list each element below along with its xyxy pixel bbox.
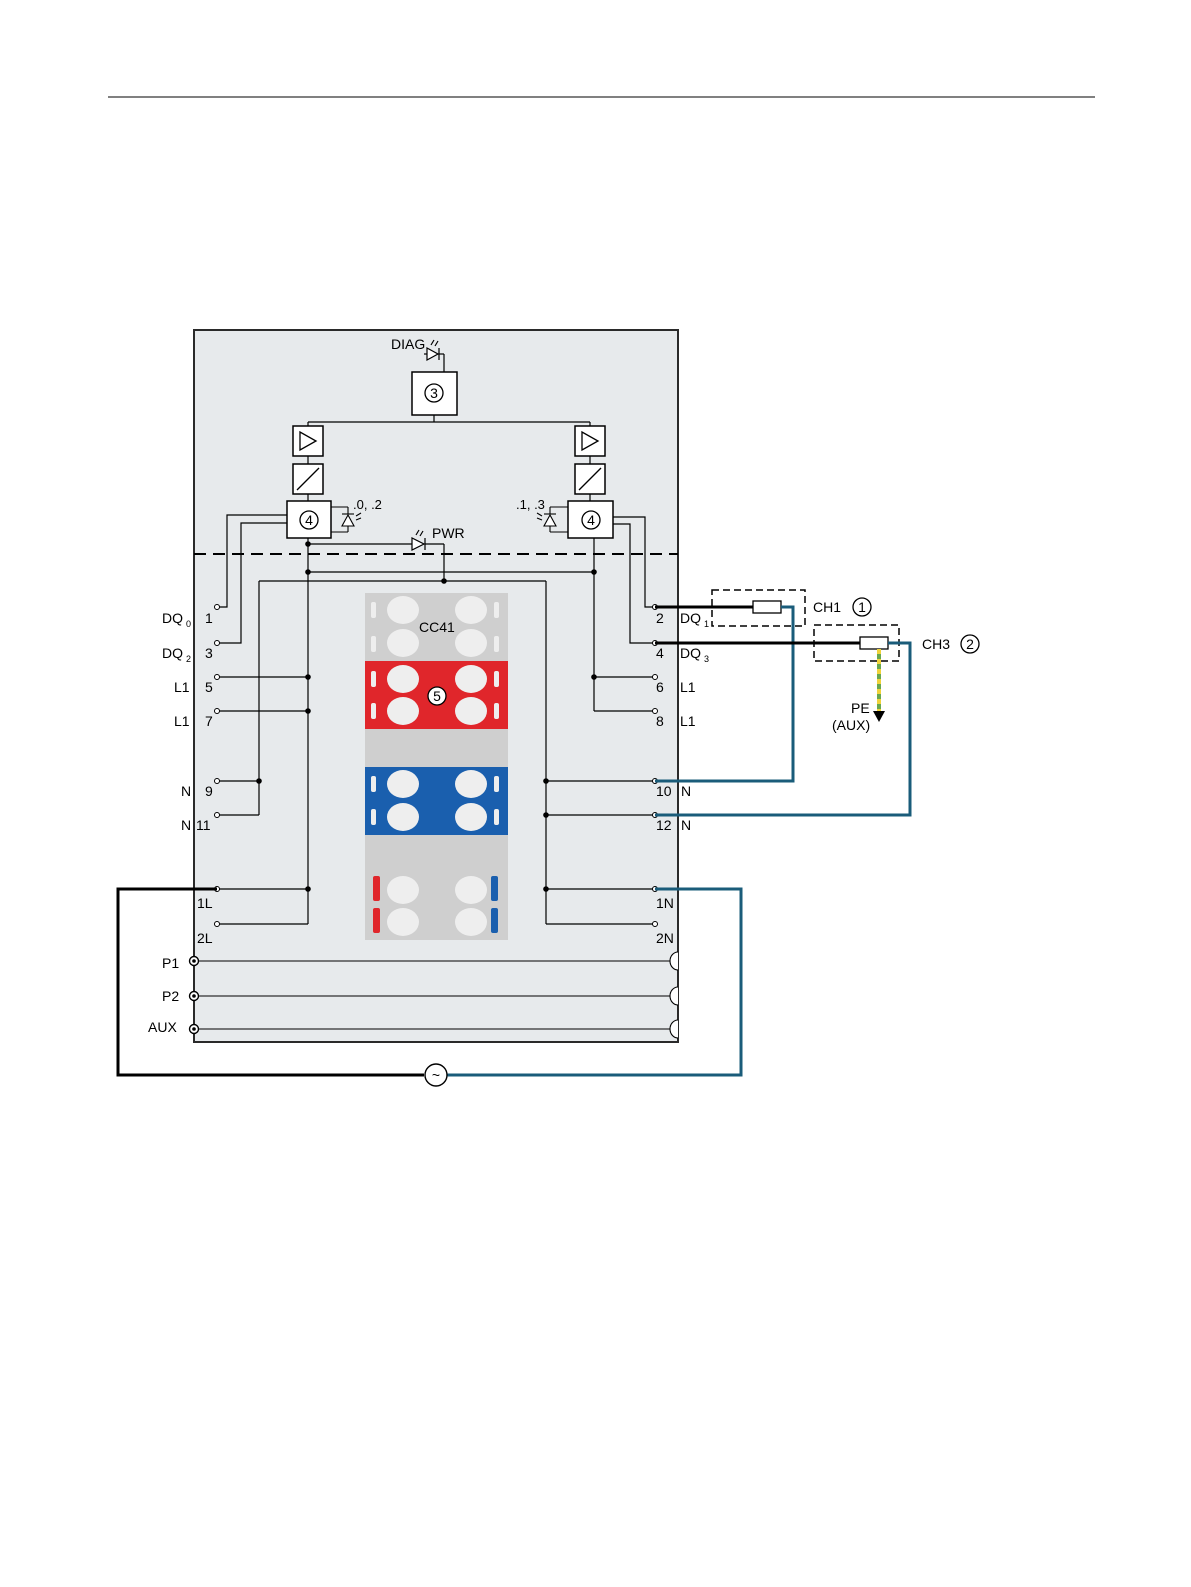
- terminal-left-name: N: [181, 783, 191, 799]
- terminal-right-number: 6: [656, 679, 664, 695]
- terminal-right-number: 10: [656, 783, 672, 799]
- ch3-return-wire: [655, 643, 910, 815]
- terminal-left-number: 7: [205, 713, 213, 729]
- terminal-right-name: L1: [680, 679, 696, 695]
- terminal-left-name: DQ: [162, 610, 183, 626]
- left-amplifier-icon: [293, 426, 323, 456]
- bus-p1-label: P1: [162, 955, 179, 971]
- terminal-right-name: N: [681, 817, 691, 833]
- cc41-blue-zone: [365, 767, 508, 835]
- terminal-right-number: 2: [656, 610, 664, 626]
- diag-label: DIAG: [391, 336, 425, 352]
- terminal-left-number: 3: [205, 645, 213, 661]
- terminal-left-name: L1: [174, 713, 190, 729]
- terminal-left-name: N: [181, 817, 191, 833]
- cc41-label: CC41: [419, 619, 455, 635]
- cc41-distributor: [365, 593, 508, 940]
- terminal-left-name: DQ: [162, 645, 183, 661]
- right-amplifier-icon: [575, 426, 605, 456]
- supply-2l-label: 2L: [197, 930, 213, 946]
- bus-aux-label: AUX: [148, 1019, 177, 1035]
- left-optocoupler-icon: [293, 464, 323, 494]
- diag-callout-number: 3: [430, 385, 438, 401]
- supply-1n-label: 1N: [656, 895, 674, 911]
- terminal-right-name: DQ: [680, 645, 701, 661]
- supply-2n-label: 2N: [656, 930, 674, 946]
- ground-arrow-icon: [873, 711, 885, 722]
- terminal-right-number: 12: [656, 817, 672, 833]
- terminal-left-number: 1: [205, 610, 213, 626]
- terminal-left-sub: 0: [186, 619, 191, 629]
- channel-left-led-label: .0, .2: [353, 497, 382, 512]
- terminal-left-number: 11: [196, 817, 211, 833]
- terminal-right-sub: 1: [704, 619, 709, 629]
- terminal-right-number: 4: [656, 645, 664, 661]
- ch1-callout-number: 1: [858, 599, 866, 615]
- terminal-left-number: 5: [205, 679, 213, 695]
- terminal-right-name: N: [681, 783, 691, 799]
- cc41-callout-number: 5: [433, 688, 441, 704]
- channel-right-led-label: .1, .3: [516, 497, 545, 512]
- pwr-label: PWR: [432, 525, 465, 541]
- ch3-label: CH3: [922, 636, 950, 652]
- terminal-left-number: 9: [205, 783, 213, 799]
- ch3-fuse-icon: [860, 637, 888, 649]
- channel-right-callout-number: 4: [587, 512, 595, 528]
- ac-source-symbol: ~: [432, 1067, 440, 1083]
- ch3-callout-number: 2: [966, 636, 974, 652]
- terminal-right-sub: 3: [704, 654, 709, 664]
- right-optocoupler-icon: [575, 464, 605, 494]
- supply-1l-label: 1L: [197, 895, 213, 911]
- ch1-fuse-icon: [753, 601, 781, 613]
- terminal-left-name: L1: [174, 679, 190, 695]
- terminal-left-sub: 2: [186, 654, 191, 664]
- terminal-right-name: L1: [680, 713, 696, 729]
- ch1-label: CH1: [813, 599, 841, 615]
- channel-left-callout-number: 4: [305, 512, 313, 528]
- terminal-right-name: DQ: [680, 610, 701, 626]
- pe-aux-label: (AUX): [832, 717, 870, 733]
- terminal-right-number: 8: [656, 713, 664, 729]
- pe-label: PE: [851, 700, 870, 716]
- bus-p2-label: P2: [162, 988, 179, 1004]
